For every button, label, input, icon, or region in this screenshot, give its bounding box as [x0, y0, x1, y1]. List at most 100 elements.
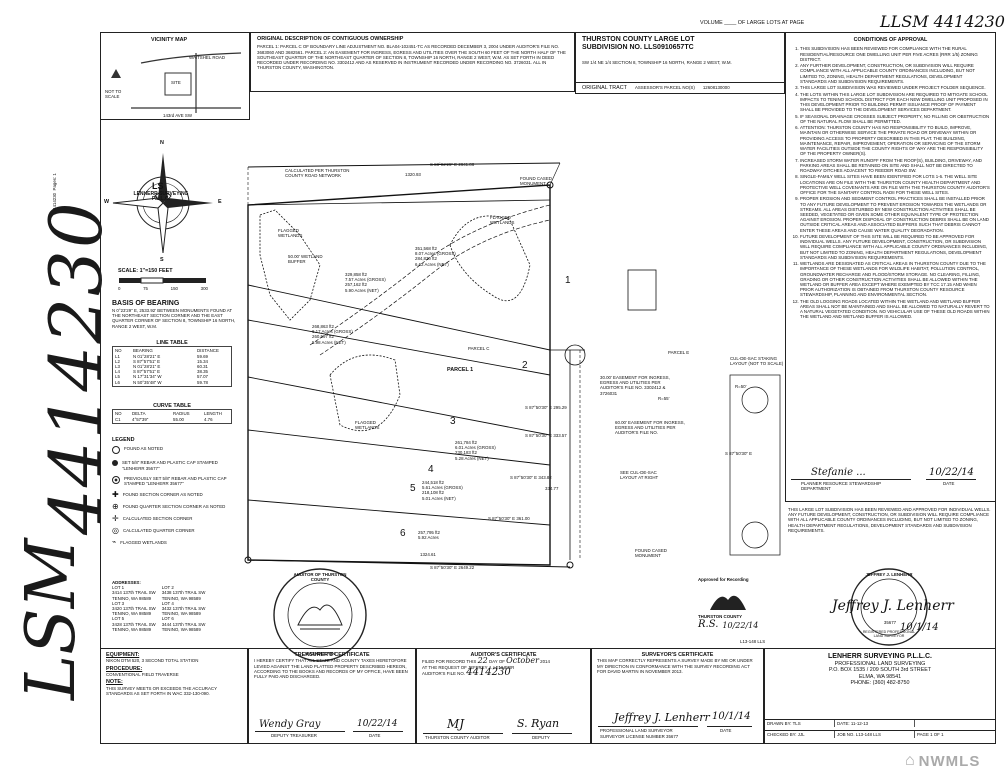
address-line: 3420 137th TRAIL SW: [112, 606, 156, 612]
found-monument: FOUND CASED MONUMENT: [520, 176, 552, 187]
table-cell: 38.35: [197, 369, 208, 375]
vicinity-road: WAITSHEL ROAD: [189, 55, 226, 60]
addresses: ADDRESSES: LOT 1 3414 137th TRAIL SW TEN…: [112, 580, 242, 632]
title-block-row: DRAWN BY: TLS DATE: 11-12-13: [765, 719, 995, 728]
procedure-title: PROCEDURE:: [106, 665, 143, 672]
original-description: ORIGINAL DESCRIPTION OF CONTIGUOUS OWNER…: [250, 32, 575, 92]
legend-label: FOUND AS NOTED: [124, 446, 164, 452]
page-number: PAGE 1 OF 1: [917, 732, 944, 737]
condition-item: THE LOTS WITHIN THIS LARGE LOT SUBDIVISI…: [800, 92, 990, 113]
legend-label: SET 5/8" REBAR AND PLASTIC CAP STAMPED "…: [122, 460, 218, 471]
parcel-e-label: PARCEL E: [668, 350, 690, 355]
surveyor-seal-signature: Jeffrey J. Lenherr: [832, 598, 954, 614]
quarter-corner-icon: ⊕: [112, 502, 119, 512]
table-cell: 15.34: [197, 358, 208, 364]
vicinity-not-to-scale: NOT TO SCALE: [105, 89, 122, 100]
legend-item: SET 5/8" REBAR AND PLASTIC CAP STAMPED "…: [112, 460, 237, 471]
vicinity-map: VICINITY MAP WAITSHEL ROAD SITE NOT TO S…: [100, 32, 250, 120]
table-cell: 4.76: [204, 416, 213, 422]
lot-number: 2: [522, 360, 528, 371]
planner-signature: Stefanie ...: [811, 467, 866, 478]
procedure-text: CONVENTIONAL FIELD TRAVERSE: [106, 672, 179, 678]
table-cell: 4°57'39": [132, 416, 149, 422]
lot-bearing: S 87°50'30" E 333.57: [525, 433, 567, 438]
condition-item: PROPER EROSION AND SEDIMENT CONTROL PRAC…: [800, 196, 990, 232]
legend-label: FLAGGED WETLANDS: [120, 540, 167, 546]
treasurer-date: 10/22/14: [357, 719, 398, 729]
curve-table: CURVE TABLE NO DELTA RADIUS LENGTH C1 4°…: [112, 403, 232, 424]
address-column: LOT 2 3438 137th TRAIL SW TENINO, WA 985…: [162, 585, 206, 632]
lot-4-area: 261,784 ft2 6.01 Acres (GROSS) 230,183 f…: [455, 440, 515, 461]
volume-header: VOLUME ____ OF LARGE LOTS AT PAGE: [700, 20, 805, 26]
area-net: 284,830 ft2: [415, 256, 437, 262]
bottom-job-label: L13-148 LLS: [740, 639, 766, 644]
treasurer-date-label: DATE: [369, 733, 381, 738]
center-dist: 334.77: [545, 486, 559, 491]
surveyor-signature: Jeffrey J. Lenherr: [614, 711, 710, 724]
auditor-title: AUDITOR'S CERTIFICATE: [470, 652, 537, 658]
auditor-seal: [273, 568, 367, 662]
company-phone: PHONE: (360) 482-8750: [850, 680, 910, 687]
dist-1320: 1320.93: [405, 172, 421, 177]
scale-tick: 0: [118, 286, 121, 292]
lot-number: 4: [428, 464, 434, 475]
treasurer-certificate: TREASURER'S CERTIFICATE I HEREBY CERTIFY…: [248, 648, 416, 744]
lot-bearing: S 87°50'30" E 361.00: [488, 516, 530, 521]
area-gross: 351,568 ft2: [415, 246, 437, 251]
table-cell: L2: [115, 358, 120, 364]
auditor-month: October: [506, 656, 539, 666]
margin-lsm-label: LSM: [12, 538, 91, 700]
surveyor-date: 10/1/14: [712, 711, 751, 722]
line-table-header: DISTANCE: [197, 348, 219, 354]
drawn-by: DRAWN BY: TLS: [765, 720, 835, 728]
subdivision-line2: SUBDIVISION NO. LLS0910657TC: [582, 44, 694, 51]
company-city: ELMA, WA 98541: [858, 673, 902, 680]
note-text: THIS SURVEY MEETS OR EXCEEDS THE ACCURAC…: [106, 685, 217, 696]
auditor-signature: MJ: [447, 717, 465, 731]
vicinity-drawing: [111, 52, 242, 113]
subdivision-line1: THURSTON COUNTY LARGE LOT: [582, 36, 695, 43]
planner-label: PLANNER RESOURCE STEWARDSHIP DEPARTMENT: [801, 481, 882, 492]
address-line: TENINO, WA 98589: [112, 595, 152, 601]
parcel-c-label: PARCEL C: [468, 346, 490, 351]
lot-1-area: 351,568 ft2 8.07 Acres (GROSS) 284,830 f…: [415, 246, 475, 267]
legend-item: ⊕ FOUND QUARTER SECTION CORNER AS NOTED: [112, 502, 237, 512]
flagged-wetlands-1: FLAGGED WETLANDS: [278, 228, 303, 239]
basis-text: N 0°23'29" E, 2533.92' BETWEEN MONUMENTS…: [112, 308, 236, 329]
area-net: 218,108 ft2: [422, 490, 444, 496]
company-block: LENHERR SURVEYING P.L.L.C. PROFESSIONAL …: [764, 648, 996, 744]
address-line: TENINO, WA 98589: [161, 595, 201, 601]
area-gross: 268,863 ft2: [312, 324, 334, 329]
original-description-title: ORIGINAL DESCRIPTION OF CONTIGUOUS OWNER…: [257, 36, 404, 42]
auditor-line1: FILED FOR RECORD THIS 22 DAY OF October …: [422, 656, 585, 666]
easement-30: 30.00' EASEMENT FOR INGRESS, EGRESS AND …: [600, 375, 670, 396]
legend-label: CALCULATED QUARTER CORNER: [122, 528, 195, 534]
address-line: 3432 137th TRAIL SW: [161, 606, 206, 612]
compass-w: W: [104, 199, 110, 205]
scale-ticks: 0 75 150 300: [118, 286, 208, 291]
table-cell: 57.07: [197, 374, 208, 380]
surveyor-seal-name: JEFFREY J. LENHERR: [865, 572, 913, 577]
flagged-wetlands-2: FLAGGED WETLANDS: [490, 215, 515, 226]
condition-item: THE OLD LOGGING ROADS LOCATED WITHIN THE…: [800, 299, 990, 320]
compass-rose: [112, 153, 213, 254]
lot-bearing: S 87°50'30" E 295.29: [525, 405, 567, 410]
line-table-header: NO: [115, 348, 122, 354]
found-marker-icon: [112, 446, 120, 455]
lot-number: 5: [410, 483, 416, 494]
curve-table-header: NO: [115, 411, 122, 417]
curve-table-grid: NO DELTA RADIUS LENGTH C1 4°57'39" 55.00…: [112, 409, 232, 424]
note-title: NOTE:: [106, 679, 123, 686]
lot-6-area: 257,795 ft2 5.92 Acres: [418, 530, 478, 540]
approved-date: 10/22/14: [722, 621, 759, 631]
bottom-bearing: S 87°50'30" E 2649.22: [430, 565, 475, 570]
line-table-title: LINE TABLE: [156, 340, 188, 346]
deputy-signature: S. Ryan: [517, 717, 560, 730]
surveyor-seal-date: 10/1/14: [900, 622, 939, 633]
section-corner-icon: ✚: [112, 490, 119, 500]
subdivision-location: SW 1/4 NE 1/4 SECTION 8, TOWNSHIP 16 NOR…: [582, 60, 732, 65]
surveyor-seal: [850, 568, 928, 646]
scale-tick: 300: [200, 286, 208, 292]
auditor-year: 2014: [540, 659, 550, 665]
legend-item: ⌁ FLAGGED WETLANDS: [112, 539, 237, 546]
